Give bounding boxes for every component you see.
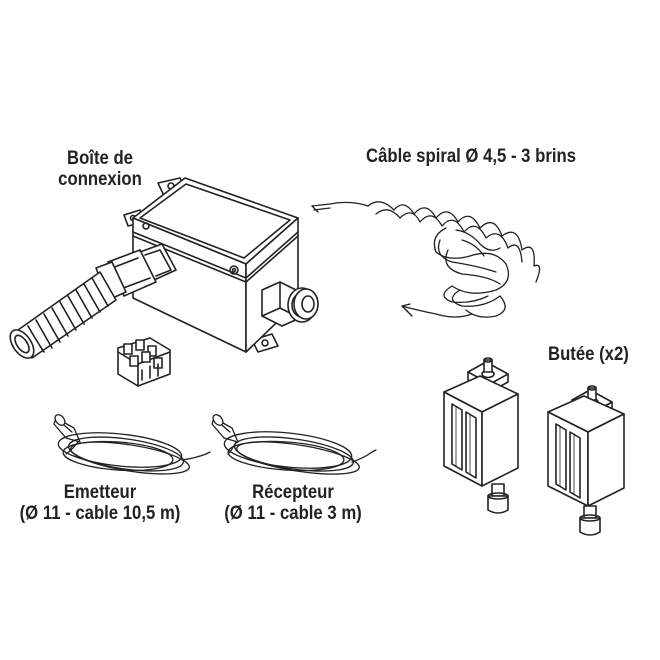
- receiver-label-line1: Récepteur: [252, 482, 334, 503]
- stop-block-left: [443, 357, 519, 514]
- junction-box-label-line1: Boîte de: [67, 148, 133, 169]
- emitter-label-line2: (Ø 11 - cable 10,5 m): [19, 503, 181, 524]
- emitter-label-line1: Emetteur: [63, 482, 137, 503]
- receiver-cable-drawing: [211, 414, 377, 475]
- receiver-label-line2: (Ø 11 - cable 3 m): [224, 503, 362, 524]
- receiver-label: Récepteur (Ø 11 - cable 3 m): [209, 482, 376, 524]
- junction-box-label: Boîte de connexion: [47, 148, 153, 190]
- corrugated-conduit: [9, 271, 117, 359]
- emitter-cable-drawing: [53, 414, 211, 475]
- side-cable-gland: [261, 281, 319, 327]
- spiral-cable-label: Câble spiral Ø 4,5 - 3 brins: [366, 146, 577, 167]
- front-cable-gland: [95, 243, 177, 301]
- stop-block-label: Butée (x2): [548, 344, 629, 365]
- stop-block-right: [547, 385, 625, 536]
- junction-box-label-line2: connexion: [58, 169, 142, 190]
- terminal-block: [117, 337, 171, 387]
- spiral-cable-drawing: [311, 201, 541, 318]
- emitter-label: Emetteur (Ø 11 - cable 10,5 m): [12, 482, 188, 524]
